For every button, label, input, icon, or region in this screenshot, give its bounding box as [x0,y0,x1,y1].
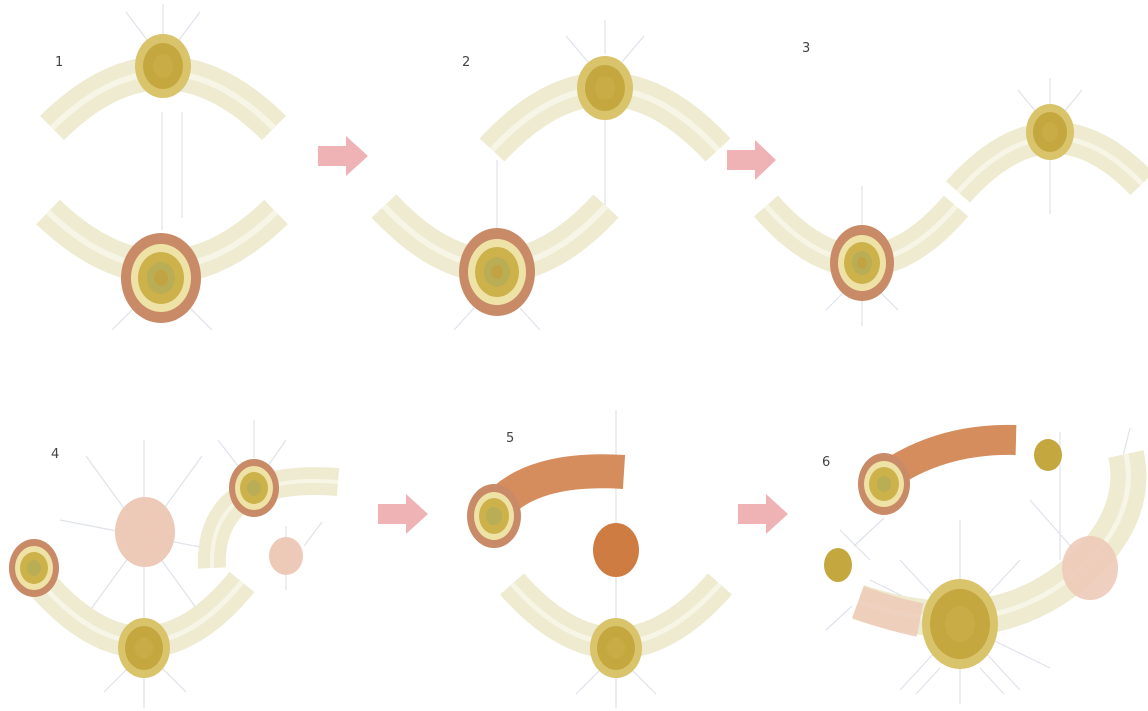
panel-2-top-node [577,56,633,120]
panel-1-label: 1 [55,55,63,70]
panel-4-bottom-node [118,618,170,678]
panel-5-label: 5 [506,431,514,446]
panel-4-top-node [229,459,279,517]
arrow-1-to-2 [318,136,368,176]
panel-4-peach-small [269,537,303,575]
panel-6-top-node [858,453,910,515]
panel-1-top-node [135,34,191,98]
panel-6-band-fade [858,602,920,620]
panel-6-peach [1062,536,1118,600]
panel-4: 4 [9,420,338,708]
panel-6-small-node-left [824,548,852,582]
panel-4-peach-large [115,497,175,567]
arrow-5-to-6 [738,494,788,534]
panel-5-top-node [467,484,521,548]
panel-6-small-node-right [1034,439,1062,471]
panel-1-bottom-node [121,233,201,323]
panel-3: 3 [766,41,1142,326]
panel-3-label: 3 [802,41,810,56]
panel-3-bottom-node [830,225,894,301]
panel-3-top-node [1026,104,1074,160]
panel-2-bottom-node [459,228,535,316]
panel-4-label: 4 [51,447,59,462]
panel-5-bottom-node [590,618,642,678]
panel-1: 1 [48,4,276,330]
panel-5: 5 [467,410,720,708]
panel-6: 6 [822,428,1130,704]
arrow-2-to-3 [727,140,776,180]
panel-5-center-dot [593,523,639,577]
panel-6-large-node [922,579,998,669]
panel-4-left-node [9,539,59,597]
arrow-4-to-5 [378,494,428,534]
panel-6-label: 6 [822,455,830,470]
panel-2-label: 2 [462,55,470,70]
panel-2: 2 [384,20,718,330]
